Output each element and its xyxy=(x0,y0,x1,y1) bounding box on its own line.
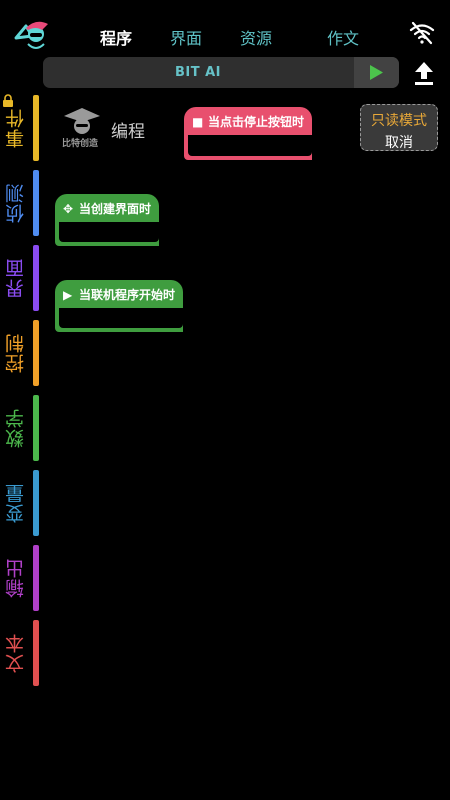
run-button[interactable] xyxy=(354,57,399,88)
tab-writing[interactable]: 作文 xyxy=(327,29,360,48)
stop-square-icon: ■ xyxy=(192,115,204,129)
category-math[interactable]: 数学 xyxy=(0,395,40,461)
category-label: 界面 xyxy=(5,258,27,298)
category-control[interactable]: 控制 xyxy=(0,320,40,386)
wifi-off-icon[interactable] xyxy=(409,21,435,45)
block-label: 当联机程序开始时 xyxy=(79,288,176,302)
category-color-bar xyxy=(33,245,39,311)
tab-interface[interactable]: 界面 xyxy=(170,29,203,48)
category-label: 输出 xyxy=(5,558,27,598)
ai-bar-label: BIT AI xyxy=(174,65,222,80)
upload-icon[interactable] xyxy=(413,60,435,86)
category-variables[interactable]: 变量 xyxy=(0,470,40,536)
category-label: 事件 xyxy=(5,108,27,148)
lock-icon xyxy=(3,94,13,107)
category-sensing[interactable]: 侦测 xyxy=(0,170,40,236)
app-logo-icon[interactable] xyxy=(12,16,52,56)
category-color-bar xyxy=(33,95,39,161)
block-on-interface-created[interactable]: ✥ 当创建界面时 xyxy=(55,194,159,247)
category-label: 侦测 xyxy=(5,183,27,223)
sparkle-icon: ✥ xyxy=(63,202,74,216)
category-text[interactable]: 文本 xyxy=(0,620,40,686)
block-on-stop-clicked[interactable]: ■ 当点击停止按钮时 xyxy=(184,107,312,161)
category-color-bar xyxy=(33,170,39,236)
block-on-online-program-start[interactable]: ▶ 当联机程序开始时 xyxy=(55,280,183,333)
category-label: 控制 xyxy=(5,333,27,373)
category-color-bar xyxy=(33,395,39,461)
category-color-bar xyxy=(33,545,39,611)
play-triangle-icon: ▶ xyxy=(63,288,73,302)
readonly-cancel-label[interactable]: 取消 xyxy=(385,135,413,151)
category-label: 变量 xyxy=(5,483,27,523)
category-output[interactable]: 输出 xyxy=(0,545,40,611)
block-label: 当创建界面时 xyxy=(79,202,152,216)
category-color-bar xyxy=(33,320,39,386)
category-events[interactable]: 事件 xyxy=(0,95,40,161)
mode-label: 编程 xyxy=(111,122,145,142)
brand-logo-icon xyxy=(64,108,100,134)
readonly-mode-label: 只读模式 xyxy=(371,113,427,129)
category-color-bar xyxy=(33,470,39,536)
play-icon xyxy=(370,65,383,80)
block-label: 当点击停止按钮时 xyxy=(208,115,305,129)
category-label: 数学 xyxy=(5,408,27,448)
category-color-bar xyxy=(33,620,39,686)
tab-resources[interactable]: 资源 xyxy=(240,29,273,48)
tab-program[interactable]: 程序 xyxy=(100,29,133,48)
ai-bar[interactable]: BIT AI xyxy=(43,57,399,88)
readonly-mode-button[interactable]: 只读模式 取消 xyxy=(360,104,438,151)
brand-text: 比特创造 xyxy=(62,139,99,149)
category-label: 文本 xyxy=(5,633,27,673)
category-interface[interactable]: 界面 xyxy=(0,245,40,311)
